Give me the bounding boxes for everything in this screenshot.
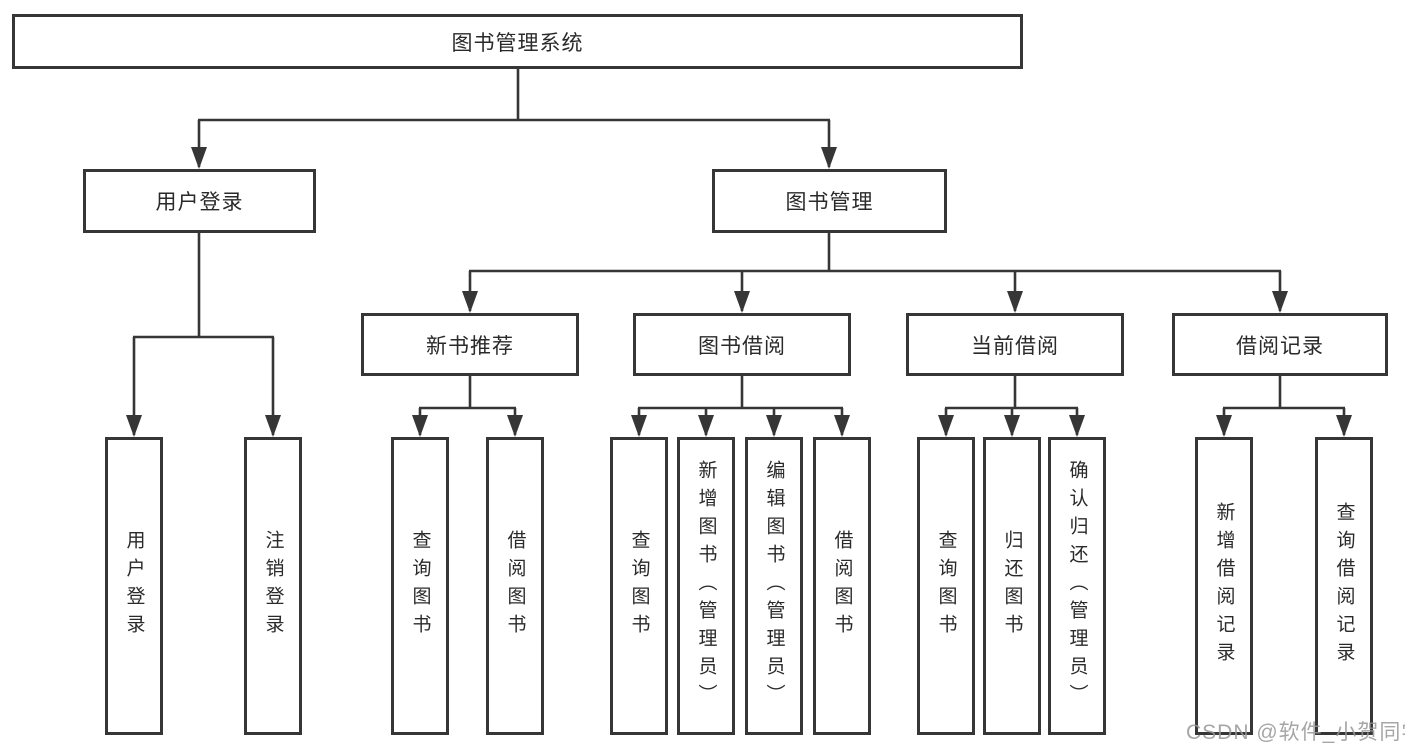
node-book-borrow-label: 图书借阅: [698, 334, 786, 358]
leaf-borrow-borrow-label: 借阅图书: [831, 530, 853, 642]
leaf-current-query: 查询图书: [917, 437, 975, 735]
node-book-management: 图书管理: [712, 169, 947, 233]
leaf-newbooks-query: 查询图书: [391, 437, 449, 735]
leaf-user-login: 用户登录: [105, 437, 163, 735]
leaf-current-query-label: 查询图书: [935, 530, 957, 642]
leaf-borrow-add-admin-label: 新增图书（管理员）: [695, 460, 717, 712]
node-borrow-records-label: 借阅记录: [1236, 334, 1324, 358]
leaf-records-add-label: 新增借阅记录: [1213, 502, 1235, 670]
leaf-borrow-query-label: 查询图书: [628, 530, 650, 642]
node-user-login-label: 用户登录: [155, 191, 244, 214]
leaf-borrow-borrow: 借阅图书: [813, 437, 871, 735]
leaf-newbooks-borrow-label: 借阅图书: [504, 530, 526, 642]
node-new-book-recommend-label: 新书推荐: [426, 334, 514, 358]
leaf-records-add: 新增借阅记录: [1195, 437, 1253, 735]
leaf-current-return: 归还图书: [983, 437, 1041, 735]
node-new-book-recommend: 新书推荐: [361, 313, 579, 376]
node-book-borrow: 图书借阅: [633, 313, 851, 376]
leaf-borrow-add-admin: 新增图书（管理员）: [677, 437, 735, 735]
leaf-borrow-edit-admin: 编辑图书（管理员）: [745, 437, 803, 735]
node-root-label: 图书管理系统: [451, 31, 584, 55]
csdn-watermark: CSDN @软件_小贺同学: [1186, 721, 1405, 744]
leaf-logout-label: 注销登录: [262, 530, 284, 642]
node-book-management-label: 图书管理: [785, 191, 874, 214]
node-borrow-records: 借阅记录: [1172, 313, 1388, 376]
leaf-current-confirm-admin-label: 确认归还（管理员）: [1066, 460, 1088, 712]
leaf-user-login-label: 用户登录: [123, 530, 145, 642]
leaf-current-return-label: 归还图书: [1001, 530, 1023, 642]
node-root: 图书管理系统: [12, 14, 1023, 69]
node-current-borrow: 当前借阅: [906, 313, 1124, 376]
leaf-newbooks-borrow: 借阅图书: [486, 437, 544, 735]
leaf-logout: 注销登录: [244, 437, 302, 735]
node-current-borrow-label: 当前借阅: [971, 334, 1059, 358]
leaf-records-query: 查询借阅记录: [1315, 437, 1373, 735]
leaf-records-query-label: 查询借阅记录: [1333, 502, 1355, 670]
leaf-borrow-query: 查询图书: [610, 437, 668, 735]
leaf-borrow-edit-admin-label: 编辑图书（管理员）: [763, 460, 785, 712]
leaf-newbooks-query-label: 查询图书: [409, 530, 431, 642]
node-user-login: 用户登录: [83, 169, 316, 233]
leaf-current-confirm-admin: 确认归还（管理员）: [1048, 437, 1106, 735]
